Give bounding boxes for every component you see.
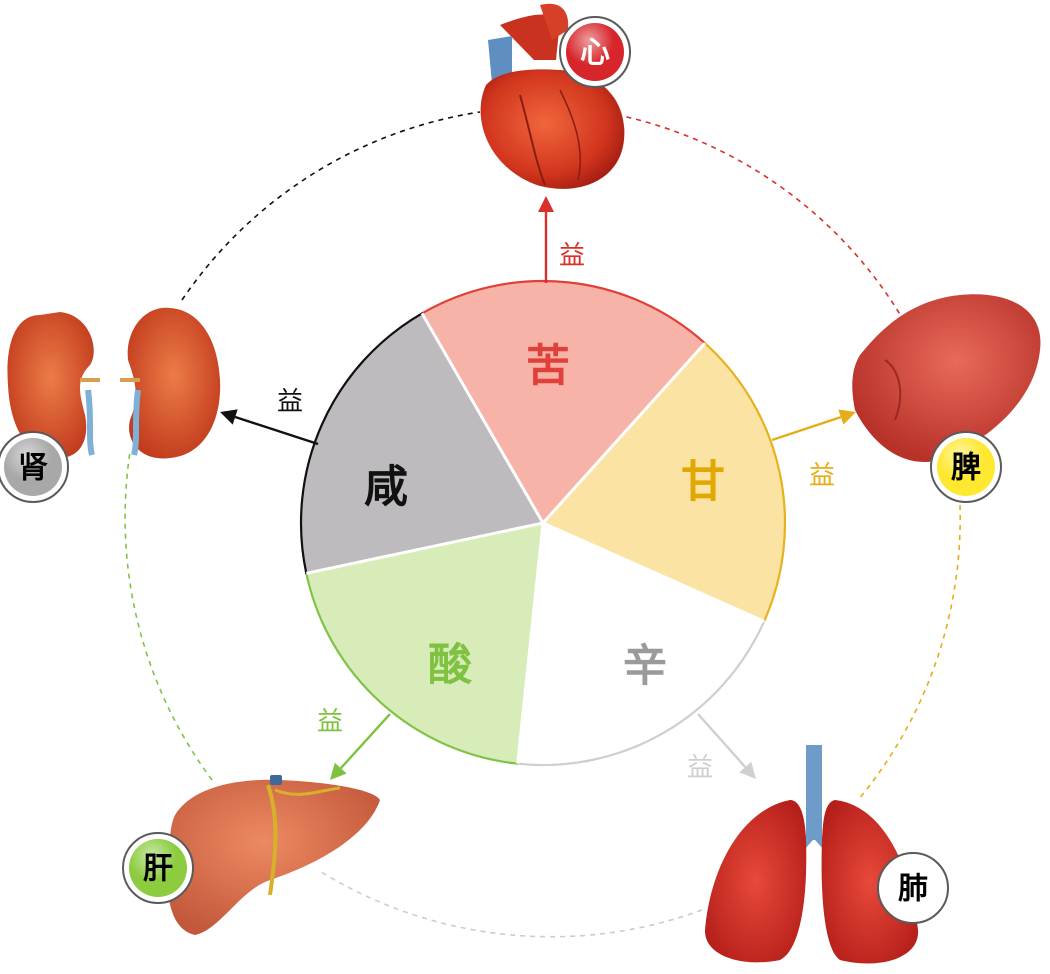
taste-wedge-1 xyxy=(541,342,787,623)
organ-label-heart: 心 xyxy=(580,36,610,71)
liver-illustration xyxy=(167,775,380,935)
taste-wedge-0 xyxy=(420,279,706,525)
organ-label-liver: 肝 xyxy=(143,852,173,887)
wedge-separator xyxy=(542,521,765,623)
cycle-segment-kidney-heart xyxy=(181,111,481,301)
kidney-illustration xyxy=(7,307,221,459)
benefit-arrow-liver xyxy=(339,713,391,770)
benefit-label-lung: 益 xyxy=(687,753,713,783)
arrowhead-lung xyxy=(739,761,756,779)
taste-label-4: 咸 xyxy=(364,462,408,513)
arrowhead-liver xyxy=(330,762,347,780)
benefit-arrow-lung xyxy=(697,713,747,768)
taste-wheel: 苦甘辛 酸 咸 xyxy=(299,279,787,767)
cycle-segment-liver-kidney xyxy=(124,451,213,781)
organ-cycle xyxy=(124,110,961,938)
taste-label-2: 辛 xyxy=(623,641,667,692)
benefit-label-heart: 益 xyxy=(559,241,585,271)
taste-label-3: 酸 xyxy=(428,640,473,691)
arrowhead-heart xyxy=(538,196,554,212)
taste-wedge-4 xyxy=(299,312,545,575)
taste-wedge-2 xyxy=(516,521,766,767)
benefit-arrow-spleen xyxy=(771,415,842,442)
arrowhead-kidney xyxy=(220,409,238,425)
wedge-separator xyxy=(541,342,707,525)
cycle-segment-lung-liver xyxy=(317,869,703,938)
benefit-label-spleen: 益 xyxy=(809,461,835,491)
lung-illustration xyxy=(704,745,919,964)
benefit-label-kidney: 益 xyxy=(277,387,303,417)
organ-label-lung: 肺 xyxy=(898,872,928,907)
wedge-separator xyxy=(516,522,545,764)
arrowhead-spleen xyxy=(838,409,856,425)
taste-label-0: 苦 xyxy=(526,341,570,392)
benefit-arrow-kidney xyxy=(234,415,319,446)
wedge-separator xyxy=(305,521,544,575)
organ-badge-lung: 肺 xyxy=(877,852,949,924)
cycle-segment-spleen-lung xyxy=(857,504,961,801)
organ-badge-liver: 肝 xyxy=(122,832,194,904)
taste-wedge-3 xyxy=(305,521,545,765)
organ-badges: 心脾肺 肝 肾 xyxy=(0,16,1002,924)
organ-badge-kidney: 肾 xyxy=(0,431,69,503)
organ-badge-spleen: 脾 xyxy=(930,431,1002,503)
taste-label-1: 甘 xyxy=(681,457,725,508)
heart-illustration xyxy=(480,3,625,189)
wedge-separator xyxy=(420,312,545,524)
benefit-label-liver: 益 xyxy=(317,707,343,737)
organ-badge-heart: 心 xyxy=(559,16,631,88)
cycle-segment-heart-spleen xyxy=(596,110,913,336)
organ-label-spleen: 脾 xyxy=(951,451,981,486)
organ-label-kidney: 肾 xyxy=(18,451,48,486)
spleen-illustration xyxy=(852,294,1041,462)
